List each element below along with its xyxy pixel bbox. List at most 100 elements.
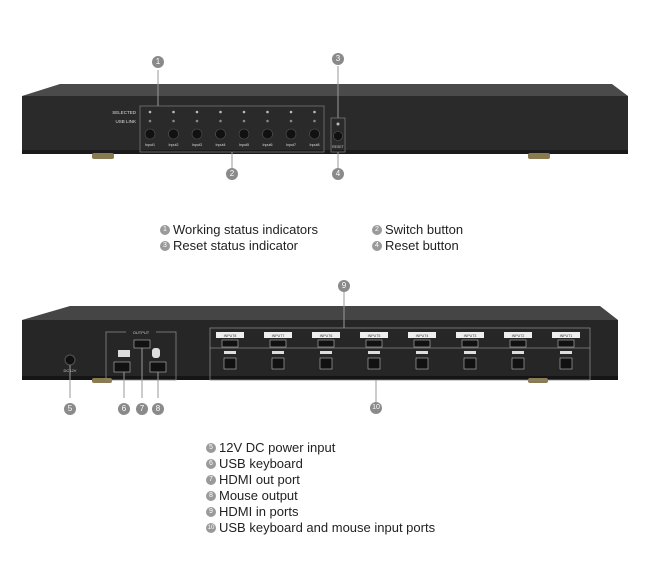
callout-3: 3 [332, 53, 344, 65]
legend-dot: 8 [206, 491, 216, 501]
selected-led [242, 110, 246, 114]
usb-b-input-port[interactable] [223, 357, 237, 370]
switch-button-label: Input3 [192, 143, 202, 147]
mouse-icon [152, 348, 160, 358]
input-label-plate [408, 332, 436, 338]
callout-8: 8 [152, 403, 164, 415]
selected-led [148, 110, 152, 114]
switch-button[interactable] [238, 128, 250, 140]
callout-5: 5 [64, 403, 76, 415]
switch-button[interactable] [215, 128, 226, 140]
callout-4: 4 [332, 168, 344, 180]
usb-link-led [313, 119, 316, 123]
rear-foot-left [92, 378, 112, 383]
dc-power-jack[interactable] [64, 354, 76, 366]
reset-button[interactable] [333, 131, 343, 141]
usb-b-input-port[interactable] [319, 357, 333, 370]
input-label-plate [264, 332, 292, 338]
input-port-label: INPUT8 [224, 334, 237, 338]
switch-button[interactable] [144, 128, 156, 140]
hdmi-in-port[interactable] [461, 339, 479, 348]
switch-button[interactable] [191, 128, 203, 140]
rear-top-face [22, 306, 618, 320]
switch-button[interactable] [168, 128, 179, 140]
usb-b-input-port[interactable] [511, 357, 525, 370]
input-label-plate [216, 332, 244, 338]
selected-led [172, 110, 175, 114]
input-group-outline [209, 327, 591, 381]
switch-button-label: Input7 [286, 143, 296, 147]
switch-button[interactable] [309, 128, 320, 140]
legend-text: Switch button [385, 222, 464, 237]
input-port-label: INPUT1 [560, 334, 573, 338]
hdmi-in-port[interactable] [509, 339, 527, 348]
callout-10: 10 [370, 402, 382, 414]
hdmi-in-port[interactable] [557, 339, 575, 348]
hdmi-out-port[interactable] [133, 339, 151, 349]
usb-symbol-icon [416, 351, 428, 354]
front-foot-right [528, 153, 550, 159]
callout-2: 2 [226, 168, 238, 180]
usb-symbol-icon [560, 351, 572, 354]
usb-b-input-port[interactable] [463, 357, 477, 370]
front-foot-left [92, 153, 114, 159]
usb-link-led [266, 119, 269, 123]
input-port-label: INPUT4 [416, 334, 429, 338]
usb-symbol-icon [464, 351, 476, 354]
keyboard-icon [118, 350, 130, 357]
usb-b-input-port[interactable] [367, 357, 381, 370]
hdmi-in-port[interactable] [269, 339, 287, 348]
legend-text: USB keyboard [219, 456, 303, 471]
legend-text: 12V DC power input [219, 440, 336, 455]
callout-7: 7 [136, 403, 148, 415]
rear-foot-right [528, 378, 548, 383]
usb-b-input-port[interactable] [271, 357, 285, 370]
usb-symbol-icon [512, 351, 524, 354]
switch-button-label: Input5 [239, 143, 249, 147]
legend-text: Reset status indicator [173, 238, 299, 253]
hdmi-in-port[interactable] [317, 339, 335, 348]
usblink-row-label: USB LINK [115, 119, 136, 124]
input-label-plate [312, 332, 340, 338]
selected-led [219, 110, 222, 114]
usb-link-led [172, 119, 175, 123]
switch-button-label: Input2 [169, 143, 179, 147]
hdmi-in-port[interactable] [365, 339, 383, 348]
front-face [22, 96, 628, 152]
switch-button[interactable] [262, 128, 273, 140]
hdmi-in-port[interactable] [221, 339, 239, 348]
usb-link-led [219, 119, 222, 123]
usb-symbol-icon [224, 351, 236, 354]
selected-led [195, 110, 199, 114]
input-port-label: INPUT6 [320, 334, 333, 338]
switch-button[interactable] [285, 128, 297, 140]
legend-dot: 6 [206, 459, 216, 469]
legend-text: USB keyboard and mouse input ports [219, 520, 436, 535]
usb-symbol-icon [320, 351, 332, 354]
usb-keyboard-port[interactable] [113, 361, 131, 373]
hdmi-in-port[interactable] [413, 339, 431, 348]
switch-button-label: Input8 [310, 143, 320, 147]
usb-link-led [289, 119, 293, 123]
legend-dot: 3 [160, 241, 170, 251]
callout-9: 9 [338, 280, 350, 292]
legend-dot: 9 [206, 507, 216, 517]
selected-led [266, 110, 269, 114]
usb-link-led [195, 119, 199, 123]
legend-dot: 1 [160, 225, 170, 235]
usb-b-input-port[interactable] [559, 357, 573, 370]
legend-dot: 5 [206, 443, 216, 453]
legend-dot: 10 [206, 523, 216, 533]
usb-b-input-port[interactable] [415, 357, 429, 370]
legend-text: Reset button [385, 238, 459, 253]
selected-led [313, 110, 316, 114]
input-label-plate [552, 332, 580, 338]
legend-dot: 2 [372, 225, 382, 235]
legend-text: Mouse output [219, 488, 298, 503]
input-port-label: INPUT7 [272, 334, 285, 338]
switch-button-label: Input4 [216, 143, 226, 147]
switch-button-label: Input6 [263, 143, 273, 147]
usb-mouse-port[interactable] [149, 361, 167, 373]
switch-button-label: Input1 [145, 143, 155, 147]
